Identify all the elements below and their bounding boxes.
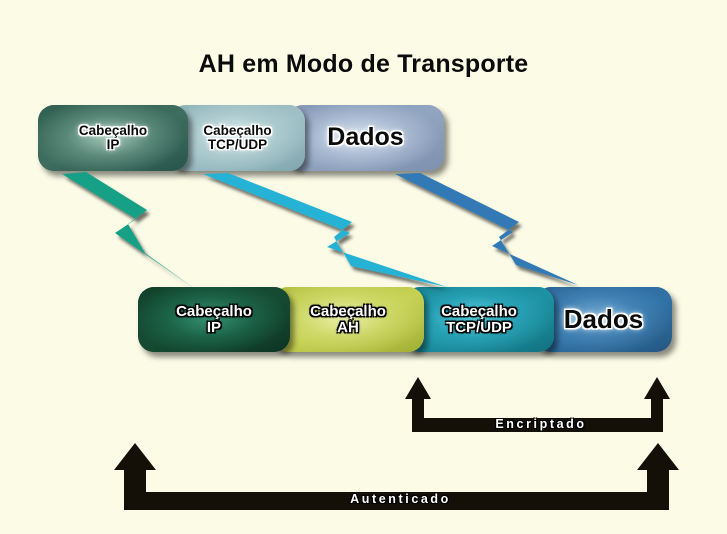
line2: TCP/UDP [446, 318, 512, 336]
line1: Cabeçalho [441, 303, 517, 321]
line1: Cabeçalho [310, 303, 386, 321]
gloss [38, 105, 188, 171]
line1: Cabeçalho [176, 303, 252, 321]
bottom-segment-dados-label: Dados [563, 304, 644, 335]
bracket-path [405, 377, 670, 432]
gloss [404, 287, 554, 352]
line1: Cabeçalho [78, 123, 148, 139]
gloss [272, 287, 424, 352]
bracket-autenticado-shape [114, 443, 679, 510]
bracket-autenticado-label: Autenticado [350, 492, 451, 506]
bracket-path [114, 443, 679, 510]
bracket-encriptado-shape [405, 377, 670, 432]
arrow-tcp-udp [203, 173, 447, 287]
line2: IP [206, 318, 222, 336]
top-segment-dados-label: Dados [327, 123, 404, 152]
page-title: AH em Modo de Transporte [198, 50, 529, 78]
gloss [170, 105, 305, 171]
line2: AH [337, 318, 359, 336]
line1: Cabeçalho [203, 123, 272, 139]
arrow-dados [395, 173, 578, 285]
bottom-segment-dados: Dados [535, 287, 672, 352]
bracket-encriptado: Encriptado [393, 373, 689, 435]
top-segment-dados: Dados [287, 105, 444, 171]
gloss [287, 105, 444, 171]
arrow-ip [62, 172, 195, 289]
bracket-autenticado: Autenticado [108, 438, 693, 518]
gloss [535, 287, 672, 352]
gloss [138, 287, 290, 352]
line2: IP [106, 137, 120, 152]
bracket-encriptado-label: Encriptado [495, 417, 587, 431]
line2: TCP/UDP [207, 137, 268, 152]
